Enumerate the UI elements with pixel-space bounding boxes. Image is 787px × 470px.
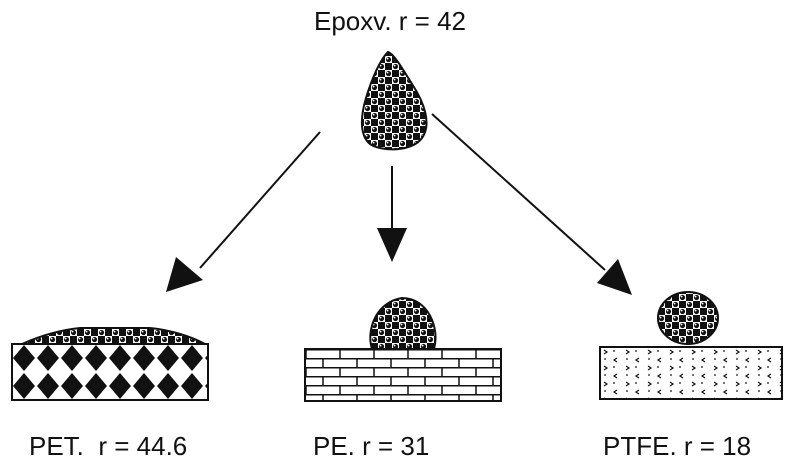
pet-label: PET. r = 44.6	[29, 431, 188, 461]
arrow-center-head	[377, 228, 407, 262]
epoxy-droplet	[360, 50, 428, 151]
pet-substrate	[11, 343, 209, 401]
ptfe-substrate	[599, 346, 783, 400]
arrow-right-head	[597, 259, 632, 295]
pe-label: PE. r = 31	[313, 431, 430, 461]
ptfe-label: PTFE. r = 18	[603, 431, 752, 461]
arrow-left-head	[166, 257, 203, 292]
ptfe-bead-droplet	[657, 291, 719, 345]
pe-substrate	[304, 348, 502, 402]
pet-spread-droplet	[21, 327, 206, 345]
pe-dome-droplet	[369, 296, 437, 350]
arrow-left	[199, 131, 321, 269]
arrow-right	[431, 113, 606, 271]
epoxy-label: Epoxv. r = 42	[314, 6, 466, 36]
